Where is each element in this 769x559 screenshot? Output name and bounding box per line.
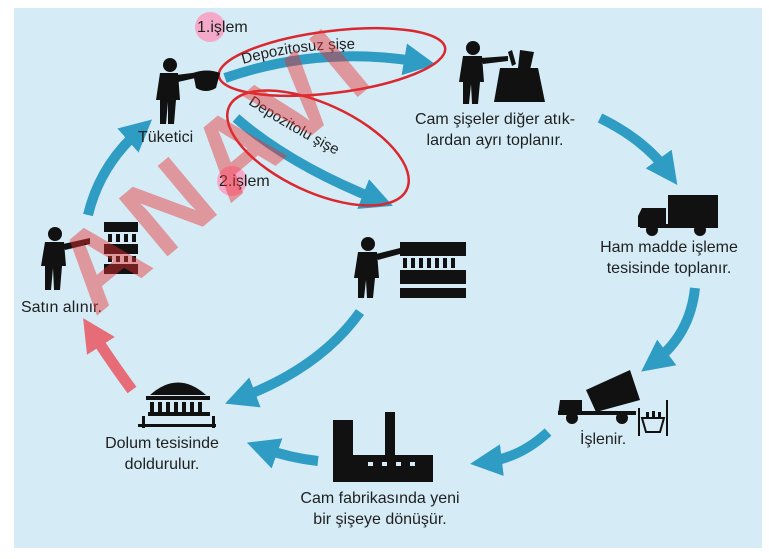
raw-material-label: Ham madde işleme tesisinde toplanır. [600, 239, 738, 277]
bottling-plant-icon [138, 382, 216, 428]
step-2-marker [217, 166, 247, 196]
step-2-label: 2.işlem [219, 173, 270, 190]
filling-plant-label: Dolum tesisinde doldurulur. [105, 435, 219, 473]
processed-label: İşlenir. [580, 431, 627, 448]
person-returning-bottles-icon [354, 237, 466, 298]
step-1-marker [195, 12, 225, 42]
arrow-return-to-filling [225, 309, 365, 408]
consumer-label: Tüketici [138, 129, 194, 146]
person-buying-bottles-icon [41, 222, 138, 290]
glass-factory-icon [333, 412, 433, 482]
step-1-label: 1.işlem [197, 19, 248, 36]
arrow-purchased-to-consumer [83, 119, 153, 217]
arrow-processing-to-factory [470, 428, 552, 477]
separate-collection-label: Cam şişeler diğer atık- lardan ayrı topl… [414, 111, 576, 149]
purchased-label: Satın alınır. [21, 299, 102, 316]
arrow-non-deposit [223, 43, 436, 83]
dump-truck-icon [558, 370, 668, 436]
arrow-collection-to-raw-material [597, 113, 678, 185]
deposit-outline [226, 89, 410, 207]
arrow-deposit [232, 114, 393, 209]
arrow-raw-material-to-processing [641, 287, 700, 372]
arrow-filling-to-purchased [83, 318, 137, 394]
truck-icon [638, 195, 718, 236]
arrow-factory-to-filling [246, 438, 319, 469]
person-at-bin-icon [459, 41, 545, 104]
glass-factory-label: Cam fabrikasında yeni bir şişeye dönüşür… [300, 490, 460, 528]
consumer-with-bottle-icon [156, 58, 220, 124]
